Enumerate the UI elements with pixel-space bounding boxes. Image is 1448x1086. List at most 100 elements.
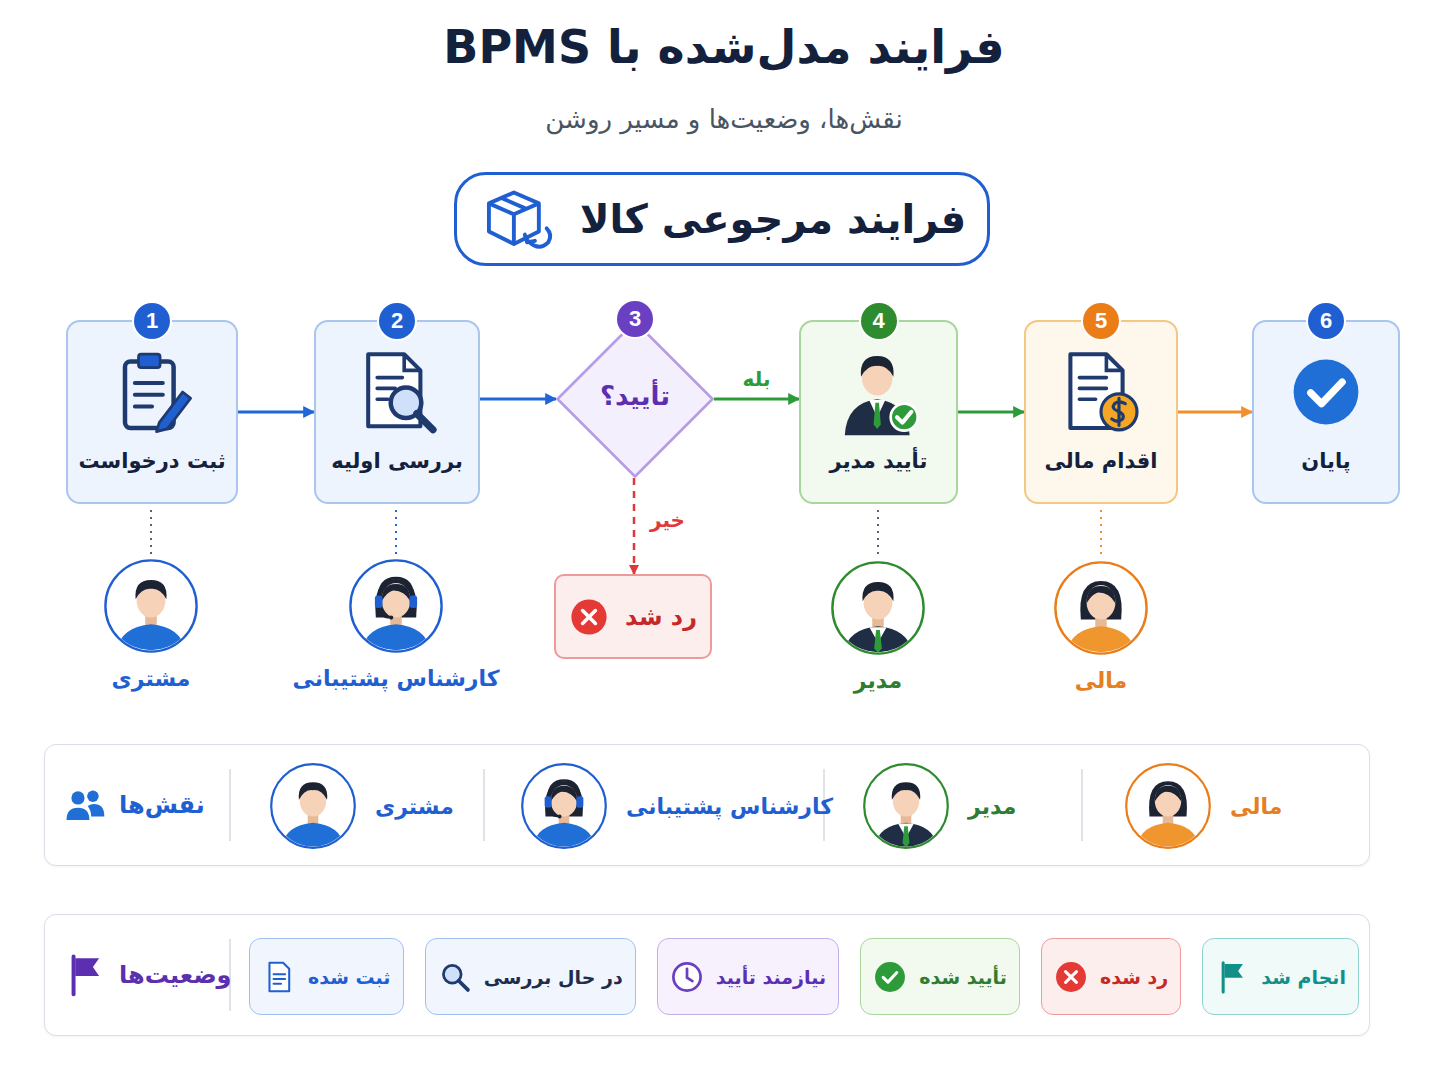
- role-name: مالی: [1075, 668, 1127, 693]
- icon-part: [532, 823, 595, 850]
- role-leader: [150, 510, 152, 554]
- avatar-circle: [1053, 560, 1149, 656]
- icon-part: [576, 796, 583, 807]
- panel-icon: [63, 953, 107, 997]
- icon-part: [545, 796, 552, 807]
- return-box-icon: [478, 180, 556, 258]
- status-label: رد شده: [1100, 966, 1168, 988]
- panel-node: وضعیت‌ها ثبت شده در حال بررسی نیازمند تأیید…: [44, 914, 1370, 1036]
- role-name: کارشناس پشتیبانی: [293, 666, 500, 691]
- status-icon: [438, 960, 472, 994]
- icon-part: [528, 228, 550, 246]
- icon-part: [361, 578, 430, 654]
- status-icon: [1215, 960, 1249, 994]
- icon-part: [458, 980, 467, 989]
- panel-title: وضعیت‌ها: [119, 961, 232, 989]
- reject-label: رد شد: [625, 603, 697, 631]
- role-name: مدیر: [854, 668, 902, 693]
- edge-label: خیر: [646, 508, 689, 532]
- icon-part: [1066, 581, 1135, 656]
- avatar-node: مالی: [1001, 560, 1201, 693]
- icon-part: [545, 781, 583, 816]
- pill-node: ثبت شده: [249, 938, 404, 1015]
- separator: [229, 769, 231, 841]
- panel-header: نقش‌ها: [63, 745, 205, 865]
- icon-part: [1087, 585, 1116, 620]
- icon-part: [1136, 781, 1199, 850]
- icon-part: [583, 610, 596, 623]
- status-label: در حال بررسی: [484, 966, 623, 988]
- pill-node: انجام شد: [1202, 938, 1359, 1015]
- step-label: بررسی اولیه: [331, 449, 463, 473]
- flow-arrow: [958, 411, 1024, 414]
- icon-part: [864, 764, 948, 848]
- icon-part: [551, 785, 577, 817]
- status-icon: [670, 960, 704, 994]
- icon-part: [890, 404, 917, 431]
- icon-part: [1225, 964, 1243, 978]
- icon-part: [1112, 398, 1126, 425]
- step-number: 1: [134, 303, 170, 339]
- separator: [1081, 769, 1083, 841]
- step-node: 6پایان: [1252, 320, 1400, 504]
- separator: [483, 769, 485, 841]
- icon-part: [687, 968, 692, 980]
- role-name: مشتری: [112, 666, 191, 691]
- diamond-node: 3تأیید؟: [556, 320, 714, 478]
- icon-part: [67, 808, 90, 820]
- icon-part: [375, 579, 416, 617]
- step-label: اقدام مالی: [1045, 449, 1158, 473]
- role-name: مالی: [1230, 794, 1282, 819]
- icon-part: [873, 403, 880, 429]
- icon-part: [843, 582, 912, 656]
- icon-part: [548, 780, 580, 800]
- icon-part: [1294, 360, 1359, 425]
- step-number: 4: [861, 303, 897, 339]
- icon-part: [299, 782, 328, 800]
- status-icon: [1054, 960, 1088, 994]
- status-icon: [262, 960, 296, 994]
- icon-part: [1066, 626, 1135, 656]
- step-icon: [1281, 347, 1371, 437]
- icon-part: [157, 392, 191, 432]
- icon-part: [883, 972, 897, 982]
- step-icon: [834, 347, 924, 437]
- panel-title: نقش‌ها: [119, 791, 205, 819]
- step-icon: [1056, 347, 1146, 437]
- role-name: مشتری: [375, 794, 454, 819]
- status-label: انجام شد: [1261, 966, 1346, 988]
- icon-part: [382, 584, 411, 601]
- icon-part: [1149, 781, 1187, 816]
- role-node: کارشناس پشتیبانی: [520, 762, 833, 850]
- icon-part: [379, 608, 391, 618]
- pill-node: نیازمند تأیید: [657, 938, 839, 1015]
- status-label: تأیید شده: [919, 966, 1007, 988]
- role-name: کارشناس پشتیبانی: [626, 794, 833, 819]
- role-node: مالی: [1124, 762, 1282, 850]
- flow-arrow: [1178, 411, 1252, 414]
- icon-part: [71, 791, 84, 804]
- icon-part: [404, 354, 420, 370]
- icon-part: [551, 786, 577, 802]
- icon-part: [88, 804, 105, 816]
- icon-part: [902, 826, 909, 847]
- decision-label: تأیید؟: [600, 381, 670, 411]
- icon-part: [1056, 962, 1086, 992]
- role-leader: [395, 510, 397, 554]
- step-node: 1ثبت درخواست: [66, 320, 238, 504]
- icon-part: [874, 823, 937, 850]
- step-node: 2بررسی اولیه: [314, 320, 480, 504]
- process-title: فرایند مرجوعی کالا: [580, 196, 967, 242]
- avatar-circle: [520, 762, 608, 850]
- icon-part: [139, 354, 161, 368]
- icon-part: [116, 580, 185, 654]
- pill-node: تأیید شده: [860, 938, 1020, 1015]
- icon-part: [269, 962, 289, 991]
- avatar-circle: [348, 558, 444, 654]
- icon-part: [1101, 394, 1137, 430]
- reject-node: رد شد: [554, 574, 712, 659]
- icon-part: [1155, 786, 1181, 802]
- icon-part: [548, 808, 559, 817]
- icon-part: [135, 383, 163, 406]
- icon-part: [135, 580, 166, 599]
